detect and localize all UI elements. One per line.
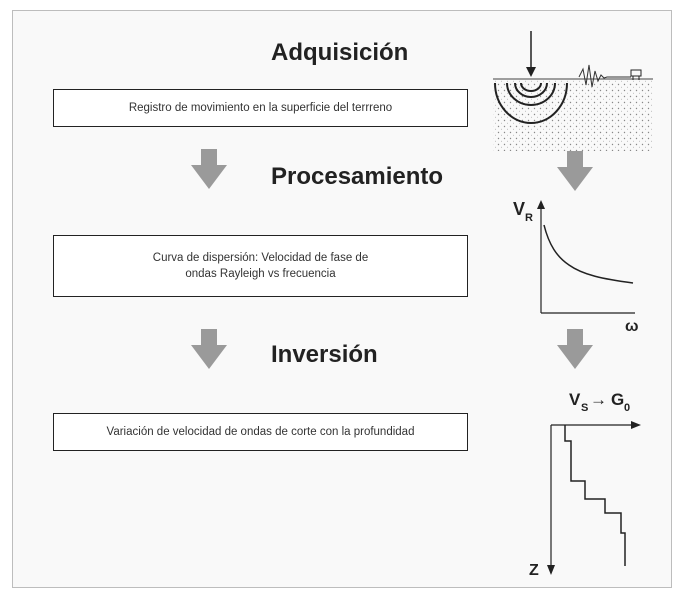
velocity-step-profile — [564, 425, 626, 566]
y-axis-label: V — [513, 199, 525, 219]
y-axis-label: Z — [529, 562, 539, 579]
x-axis-label-arrow: → — [590, 390, 607, 409]
diagram-frame: Adquisición Registro de movimiento en la… — [12, 10, 672, 588]
stage-box-text: ondas Rayleigh vs frecuencia — [185, 268, 336, 280]
x-axis-arrow — [631, 421, 641, 429]
dispersion-curve-plot: V R ω — [513, 199, 639, 335]
x-axis-label-g-sub: 0 — [624, 402, 630, 414]
stage-box-adquisicion: Registro de movimiento en la superficie … — [53, 89, 468, 127]
x-axis-label-v: V — [569, 390, 581, 409]
y-axis-arrow — [547, 565, 555, 575]
stage-title-adquisicion: Adquisición — [271, 39, 409, 66]
y-axis-label-sub: R — [525, 212, 533, 224]
stage-title-procesamiento: Procesamiento — [271, 163, 444, 190]
x-axis-label-v-sub: S — [581, 402, 588, 414]
down-arrow-icon — [557, 151, 593, 191]
velocity-profile-plot: V S → G 0 Z — [529, 390, 641, 579]
stage-box-text: Registro de movimiento en la superficie … — [128, 102, 393, 114]
x-axis-label-g: G — [611, 390, 624, 409]
ground-acquisition-figure — [493, 31, 653, 151]
down-arrow-icon — [191, 149, 227, 189]
down-arrow-icon — [191, 329, 227, 369]
y-axis-arrow — [537, 200, 545, 209]
down-arrow-icon — [557, 329, 593, 369]
x-axis-label: ω — [625, 318, 639, 335]
stage-box-text: Variación de velocidad de ondas de corte… — [106, 426, 415, 438]
dispersion-curve — [543, 224, 634, 284]
stage-box-procesamiento: Curva de dispersión: Velocidad de fase d… — [53, 235, 468, 297]
stage-box-inversion: Variación de velocidad de ondas de corte… — [53, 413, 468, 451]
stage-box-text: Curva de dispersión: Velocidad de fase d… — [152, 252, 369, 264]
stage-title-inversion: Inversión — [271, 341, 378, 368]
